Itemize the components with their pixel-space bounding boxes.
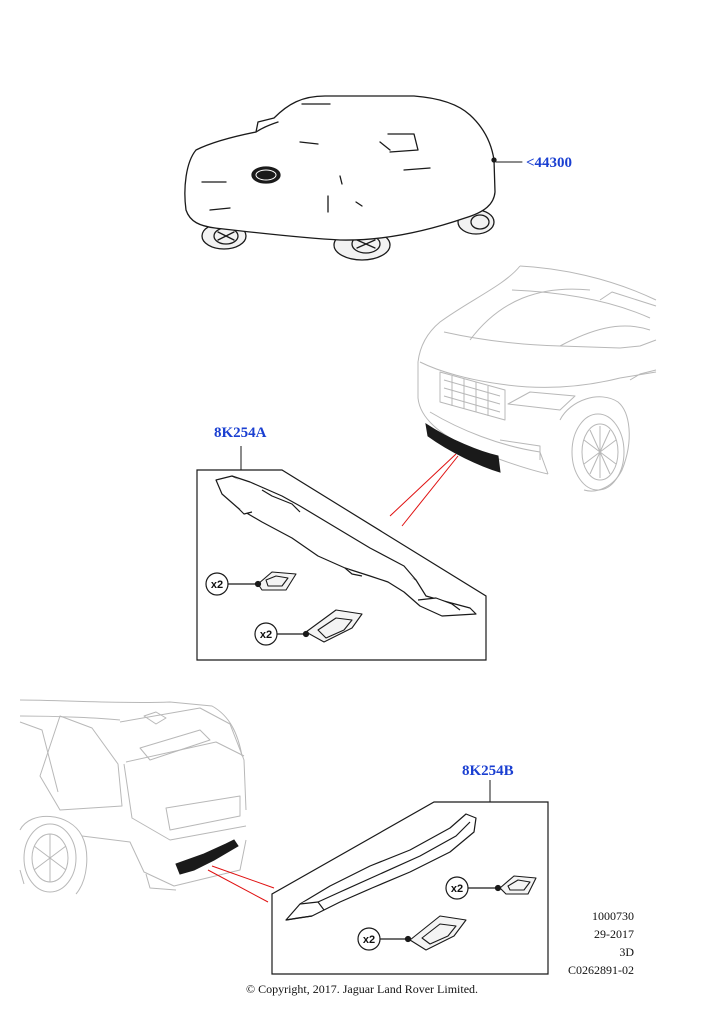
- callout-car-cover-link[interactable]: <44300: [526, 155, 573, 171]
- front-bracket-upper-illustration: [257, 571, 297, 591]
- rear-bracket-lower-illustration: [409, 915, 467, 951]
- rear-qty-upper-label: x2: [451, 883, 463, 895]
- front-qty-lower-label: x2: [260, 629, 272, 641]
- rear-qty-lower-label: x2: [363, 934, 375, 946]
- illustration-reference: C0262891-02: [568, 963, 634, 977]
- callout-front-part-link[interactable]: 8K254A: [214, 425, 267, 441]
- rear-vehicle-illustration: [19, 699, 247, 895]
- rear-part-box: x2 x2: [271, 780, 549, 975]
- front-bracket-lower-illustration: [305, 609, 363, 643]
- callout-rear-part-link[interactable]: 8K254B: [462, 763, 514, 779]
- copyright-notice: © Copyright, 2017. Jaguar Land Rover Lim…: [245, 982, 479, 996]
- front-qty-upper-label: x2: [211, 579, 223, 591]
- front-leader-lines: [389, 453, 459, 527]
- rear-bumper-highlight: [175, 839, 239, 875]
- front-vehicle-illustration: [417, 265, 657, 492]
- car-cover-illustration: [184, 95, 523, 261]
- rear-bracket-upper-illustration: [499, 875, 537, 895]
- illustration-number: 1000730: [592, 909, 634, 923]
- car-cover-shape: [184, 95, 496, 241]
- front-bumper-highlight: [425, 422, 501, 473]
- illustration-type: 3D: [619, 945, 634, 959]
- illustration-date-code: 29-2017: [594, 927, 634, 941]
- rear-leader-lines: [207, 865, 275, 903]
- front-part-box: x2 x2: [196, 446, 487, 661]
